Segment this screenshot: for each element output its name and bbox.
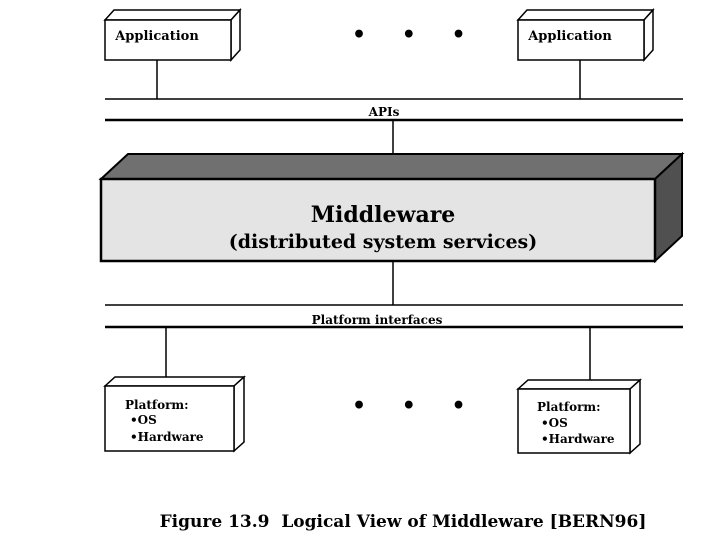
apis-label: APIs [368, 105, 400, 119]
platform-interfaces-label: Platform interfaces [312, 313, 443, 327]
platform-right-title: Platform: [537, 400, 601, 414]
app-right-front-face [517, 19, 645, 61]
platform-left-side-face [233, 375, 245, 453]
middleware-top-face [98, 153, 685, 180]
app-left-front-face [104, 19, 232, 61]
bottom-ellipsis: • • • [352, 393, 480, 419]
figure-caption: Figure 13.9 Logical View of Middleware [… [160, 512, 647, 532]
app-right-side-face [643, 8, 654, 62]
platform-box-right: Platform: •OS •Hardware [516, 378, 642, 455]
middleware-subtitle: (distributed system services) [229, 231, 537, 253]
app-left-top-face [103, 9, 242, 21]
platform-right-front-face [517, 388, 631, 454]
middleware-title: Middleware [311, 202, 456, 228]
platform-left-item-hardware: •Hardware [130, 430, 204, 444]
app-left-label: Application [114, 29, 199, 44]
platform-left-top-face [103, 376, 246, 387]
platform-left-title: Platform: [125, 398, 189, 412]
top-ellipsis: • • • [352, 22, 480, 48]
middleware-front-face [99, 177, 657, 263]
platform-right-item-hardware: •Hardware [541, 432, 615, 446]
app-left-side-face [230, 8, 241, 62]
platform-right-item-os: •OS [541, 416, 568, 430]
platform-box-left: Platform: •OS •Hardware [103, 375, 246, 453]
application-box-left: Application [103, 8, 242, 62]
platform-right-top-face [516, 379, 642, 390]
application-box-right: Application [516, 8, 655, 62]
platform-left-front-face [104, 385, 235, 452]
app-right-label: Application [527, 29, 612, 44]
middleware-block: Middleware (distributed system services) [98, 151, 685, 264]
platform-right-side-face [629, 378, 641, 455]
app-right-top-face [516, 9, 655, 21]
platform-left-item-os: •OS [130, 413, 157, 427]
